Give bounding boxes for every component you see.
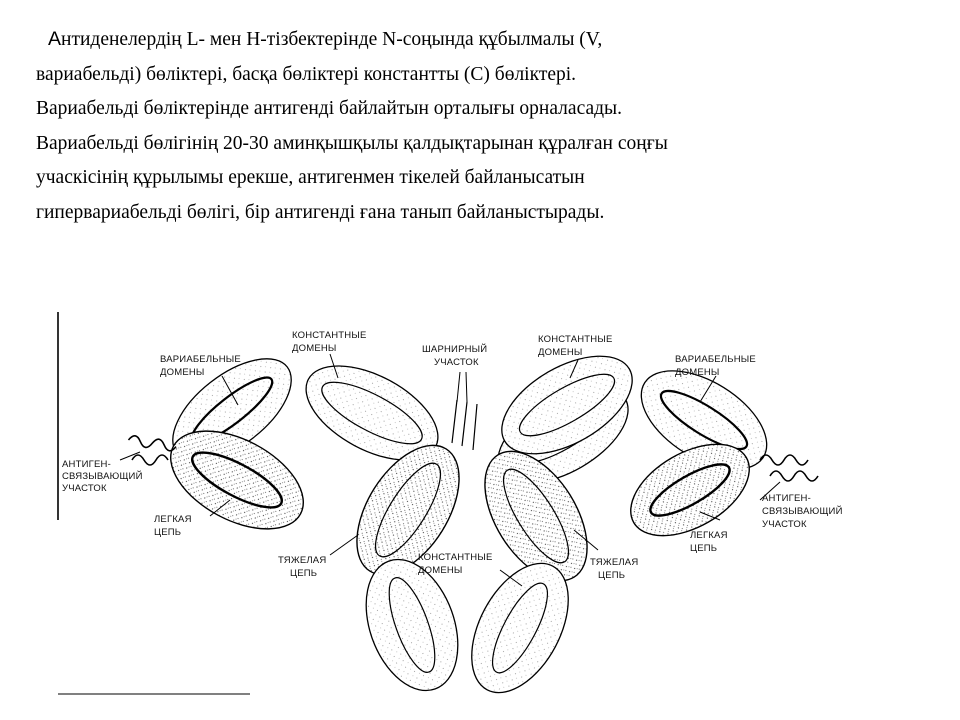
label-antigen-site-right: АНТИГЕН- СВЯЗЫВАЮЩИЙ УЧАСТОК	[762, 493, 845, 530]
antigen-coil-left-2	[132, 455, 168, 465]
label-constant-domains-top-left: КОНСТАНТНЫЕ ДОМЕНЫ	[292, 330, 369, 354]
label-light-chain-right: ЛЕГКАЯ ЦЕПЬ	[690, 530, 731, 554]
label-constant-domains-top-right: КОНСТАНТНЫЕ ДОМЕНЫ	[538, 334, 615, 358]
antigen-coil-right-2	[770, 471, 818, 481]
label-antigen-site-left: АНТИГЕН- СВЯЗЫВАЮЩИЙ УЧАСТОК	[62, 459, 145, 494]
antigen-coil-left-1	[128, 435, 177, 452]
antigen-coil-right-1	[760, 455, 808, 465]
label-hinge-region: ШАРНИРНЫЙ УЧАСТОК	[422, 343, 490, 368]
label-constant-domains-bottom: КОНСТАНТНЫЕ ДОМЕНЫ	[418, 552, 495, 576]
label-variable-domains-right: ВАРИАБЕЛЬНЫЕ ДОМЕНЫ	[675, 354, 759, 378]
label-heavy-chain-right: ТЯЖЕЛАЯ ЦЕПЬ	[590, 557, 641, 581]
hinge-strands	[452, 400, 477, 450]
label-light-chain-left: ЛЕГКАЯ ЦЕПЬ	[154, 514, 195, 538]
label-heavy-chain-left: ТЯЖЕЛАЯ ЦЕПЬ	[278, 555, 329, 579]
